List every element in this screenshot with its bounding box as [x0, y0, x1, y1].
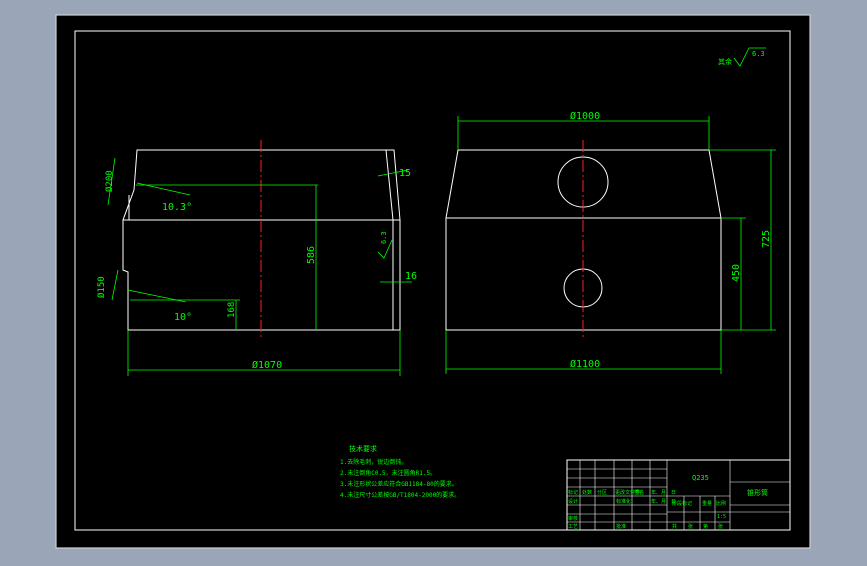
dim-angle-top [136, 182, 191, 196]
title-weight-label: 重量 [702, 500, 712, 507]
right-view: Ø1000 Ø1100 725 450 [445, 110, 776, 374]
title-approve-label: 批准 [616, 523, 626, 530]
roughness-corner-value: 6.3 [752, 50, 765, 58]
left-view: Ø1070 586 168 10.3° 10° Ø200 Ø150 15 16 … [96, 140, 417, 376]
dim-wall-top-label: 15 [399, 168, 411, 179]
title-std-label: 标准化 [616, 498, 631, 505]
dim-dia-top-label: Ø200 [104, 170, 115, 192]
dim-width-bottom-label: Ø1070 [252, 359, 282, 371]
title-row-label: 设计 [568, 498, 578, 505]
title-block: Q235 锥形筒 标记 处数 分区 更改文件号 签名 年、月、日 设计 标准化 … [566, 459, 791, 531]
title-part-name: 锥形筒 [747, 488, 768, 497]
title-scale-value: 1:5 [717, 514, 726, 520]
title-row-label: 审核 [568, 515, 578, 522]
title-row-label: 工艺 [568, 524, 578, 530]
dim-angle-bottom [127, 289, 187, 303]
dim-height-168-label: 168 [227, 302, 237, 318]
drawing-frame [74, 30, 791, 531]
roughness-symbol-corner [733, 47, 766, 67]
title-sheet-label: 第 [703, 523, 708, 530]
dim-height-586-label: 586 [306, 246, 317, 264]
dim-line-dia-top [107, 157, 116, 206]
tech-req-item: 3.未注形状公差应符合GB1184-80的要求。 [340, 480, 458, 488]
tech-requirements: 技术要求 1.去除毛刺，锐边倒钝。 2.未注倒角C0.5，未注圆角R1.5。 3… [340, 444, 460, 499]
title-material: Q235 [692, 474, 709, 482]
title-sheet-label: 张 [688, 523, 693, 530]
dim-width-bottom-label: Ø1100 [570, 358, 600, 370]
title-sheet-label: 张 [718, 523, 723, 530]
title-row-label: 标记 [568, 489, 578, 496]
roughness-symbol [377, 239, 393, 259]
title-col-label: 处数 [582, 489, 592, 496]
title-col-label: 更改文件号 [615, 489, 640, 496]
dim-wall-mid-label: 16 [405, 271, 417, 282]
title-sheet-label: 共 [672, 523, 677, 530]
dim-width-top-label: Ø1000 [570, 110, 600, 122]
title-block-frame [566, 459, 791, 531]
tech-req-item: 4.未注尺寸公差按GB/T1804-2000的要求。 [340, 491, 460, 499]
dim-height-725-label: 725 [761, 230, 772, 248]
dim-leader-wall-top [377, 169, 409, 177]
tech-req-item: 1.去除毛刺，锐边倒钝。 [340, 458, 407, 466]
drawing-sheet [55, 14, 811, 549]
title-col-label: 签名 [634, 489, 644, 496]
tech-req-item: 2.未注倒角C0.5，未注圆角R1.5。 [340, 469, 436, 477]
title-scale-label: 比例 [716, 500, 726, 507]
title-col-label: 年、月、日 [651, 489, 676, 496]
tech-req-title: 技术要求 [349, 444, 377, 453]
dim-angle-bottom-label: 10° [174, 312, 192, 323]
roughness-value-label: 6.3 [380, 231, 388, 244]
dim-height-450-label: 450 [731, 264, 742, 282]
title-date-placeholder: 年、月、日 [651, 498, 676, 505]
roughness-corner-label: 其余 [718, 57, 732, 66]
roughness-corner-note: 其余 6.3 [718, 47, 766, 67]
title-stage-label: 阶段标记 [672, 500, 692, 507]
dim-dia-bottom-label: Ø150 [96, 276, 107, 298]
dim-line-dia-bottom [111, 269, 119, 301]
title-col-label: 分区 [597, 489, 607, 496]
dim-angle-top-label: 10.3° [162, 202, 192, 213]
left-view-inner-wall-top [385, 149, 394, 221]
